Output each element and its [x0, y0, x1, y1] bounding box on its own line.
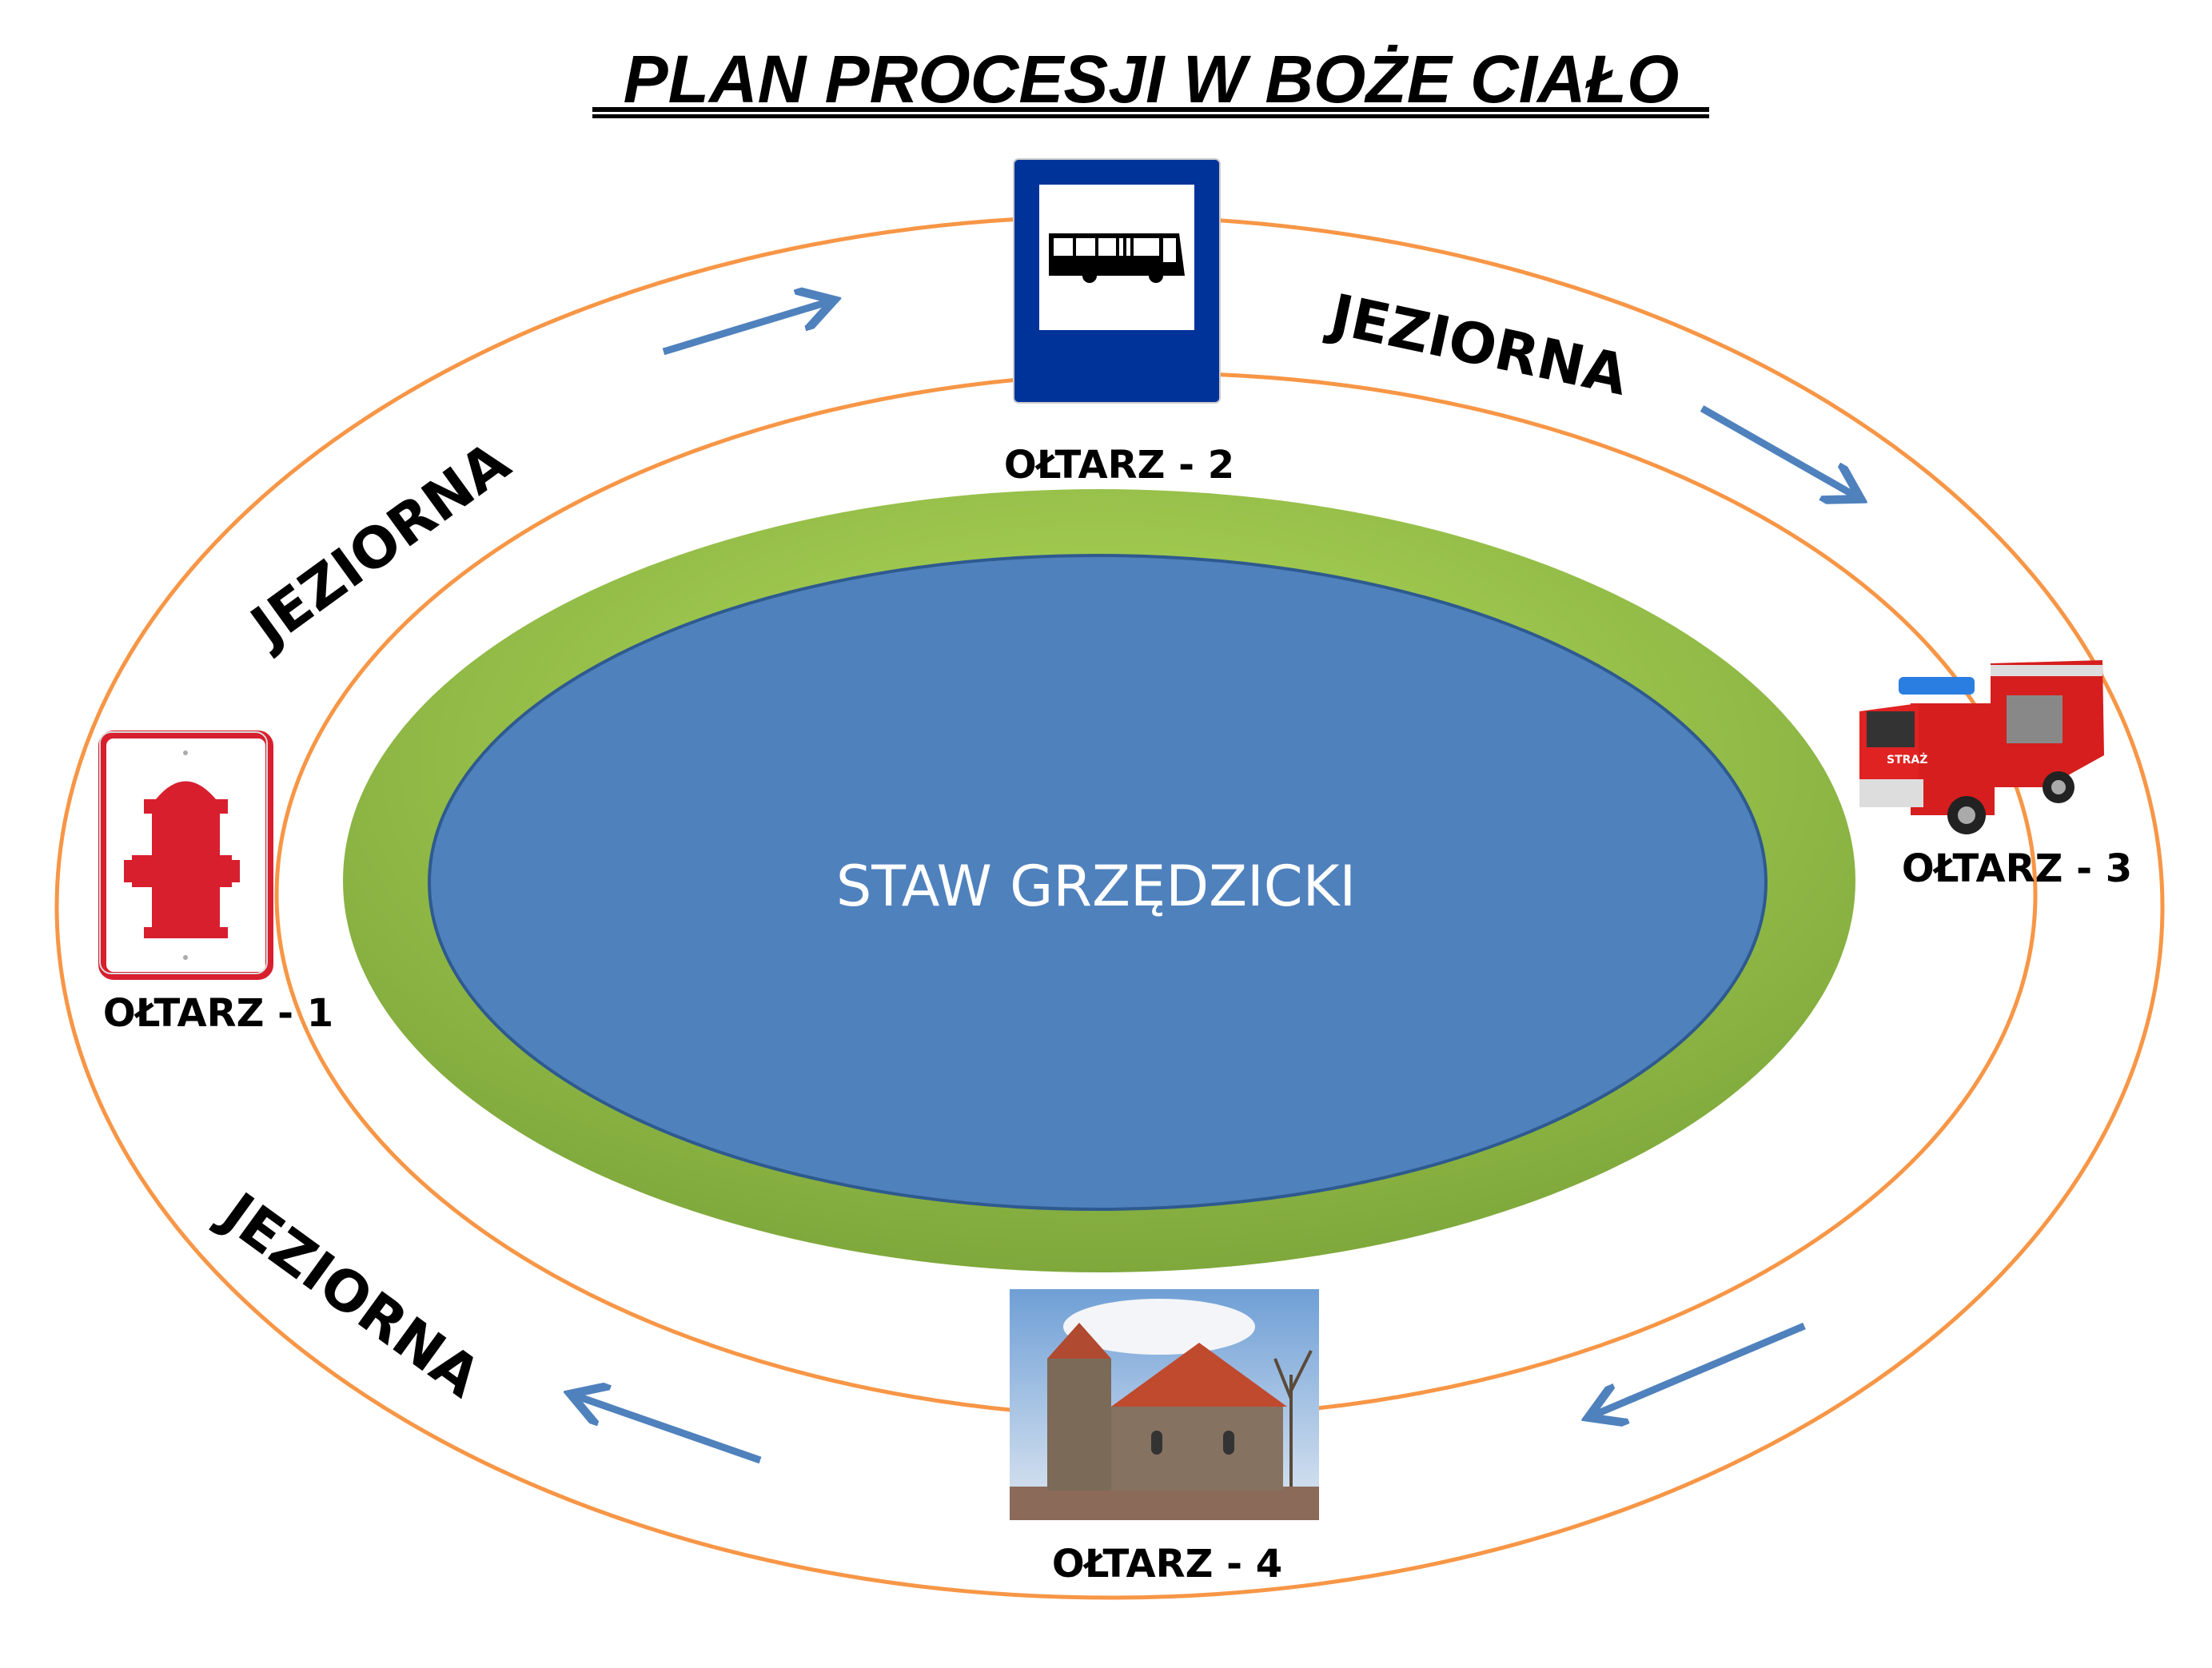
fire-truck-image: STRAŻ	[1859, 660, 2104, 834]
arrow-icon	[1700, 405, 1855, 496]
arrow-icon	[577, 1396, 762, 1464]
lake	[428, 554, 1768, 1211]
street-label-bottom: JEZIORNA	[207, 1178, 492, 1410]
church-photo	[1010, 1289, 1319, 1520]
title-underline-2	[592, 114, 1709, 118]
fire-hydrant-sign-icon	[98, 730, 273, 980]
truck-text: STRAŻ	[1887, 753, 1927, 766]
altar-4-label: OŁTARZ - 4	[1052, 1542, 1282, 1586]
lake-label: STAW GRZĘDZICKI	[836, 854, 1356, 919]
arrow-icon	[662, 302, 827, 356]
title-underline	[592, 107, 1709, 112]
arrow-icon	[1595, 1322, 1806, 1415]
bus-stop-sign-icon	[1013, 158, 1221, 404]
altar-2-label: OŁTARZ - 2	[1004, 443, 1234, 488]
altar-1-label: OŁTARZ - 1	[103, 991, 333, 1036]
page-title: PLAN PROCESJI W BOŻE CIAŁO	[624, 42, 1680, 117]
altar-3-label: OŁTARZ - 3	[1902, 846, 2132, 891]
street-label-left: JEZIORNA	[237, 429, 521, 661]
